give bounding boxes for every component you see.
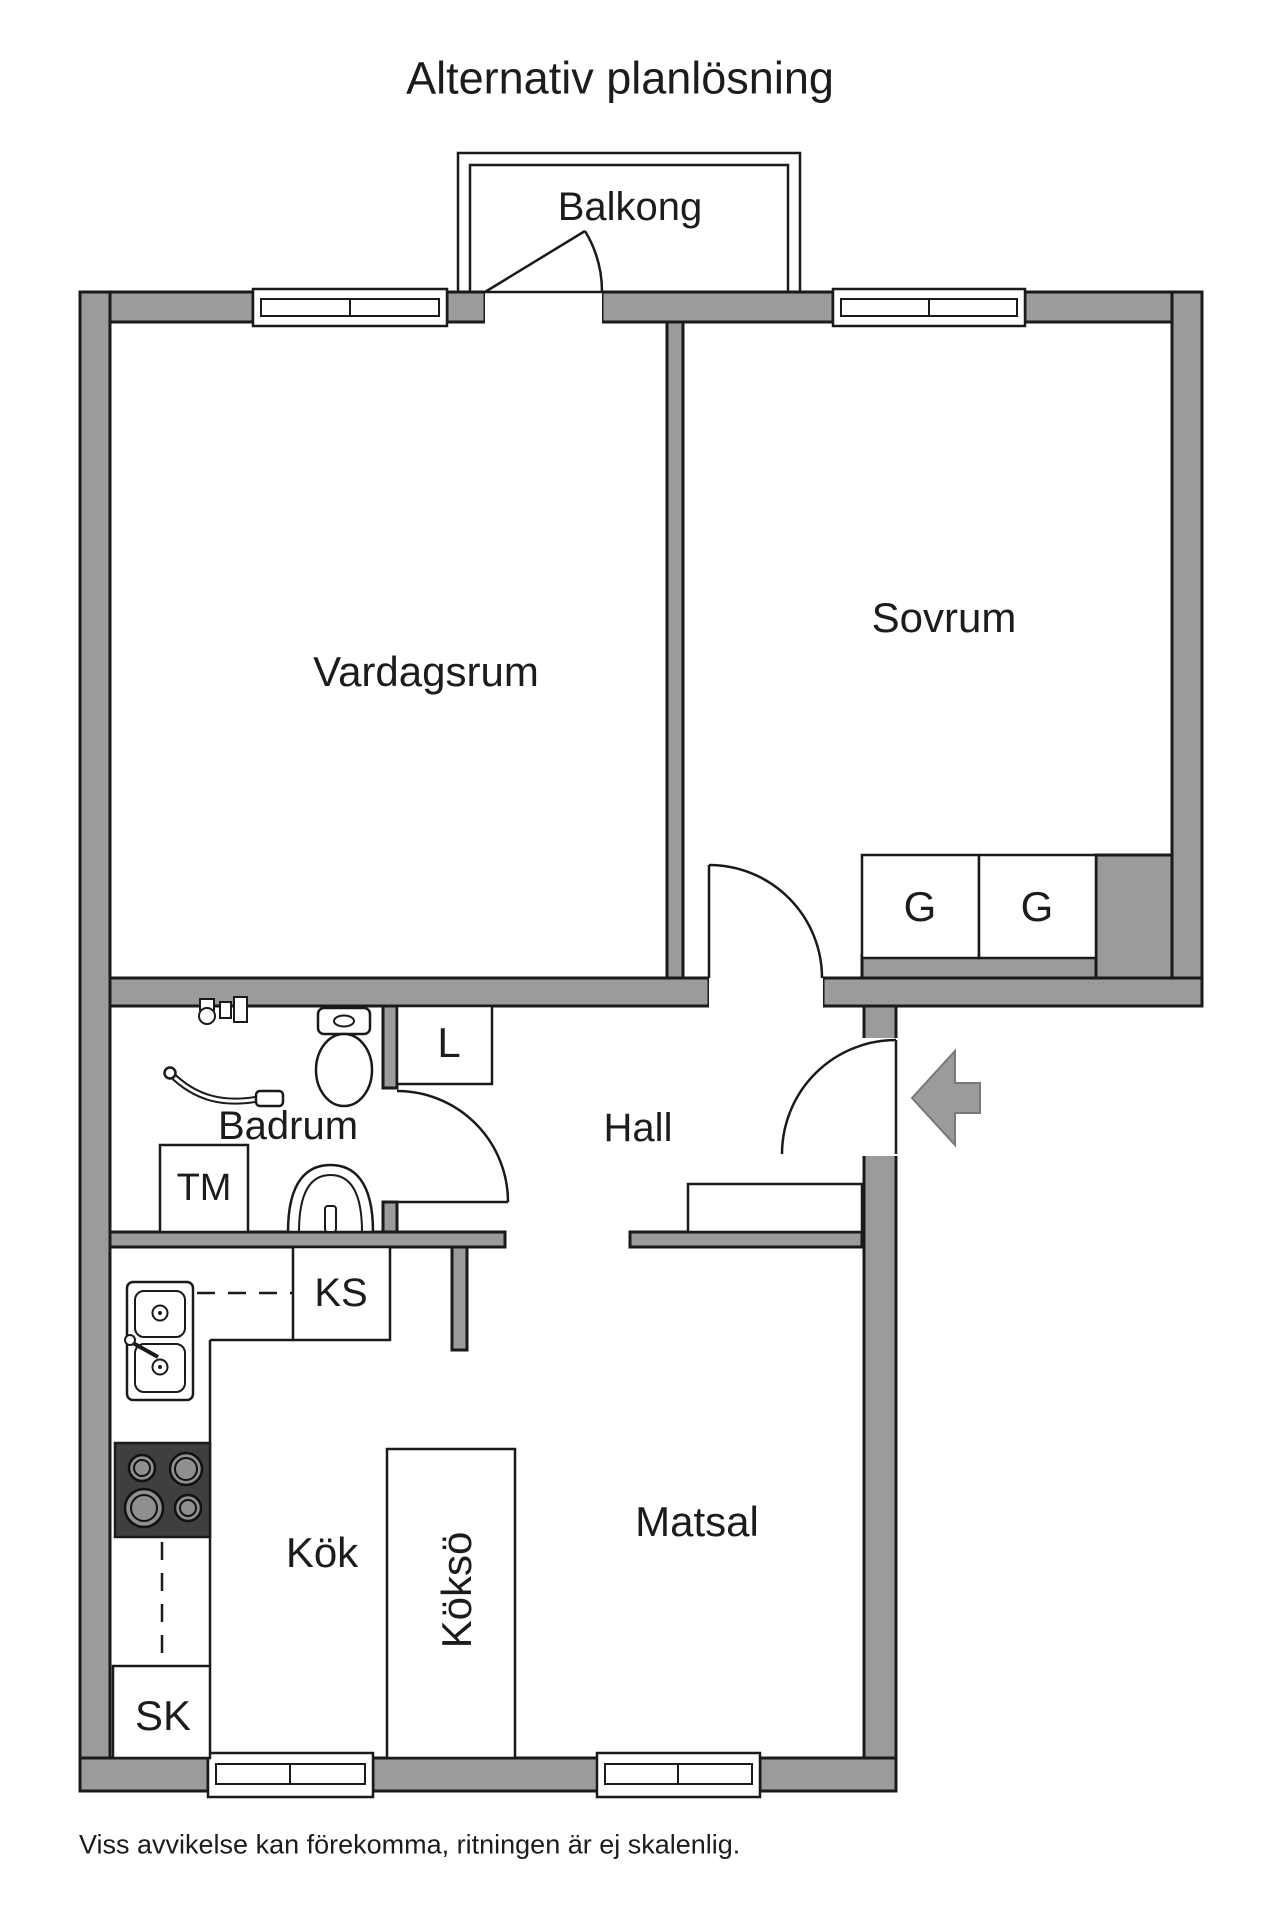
label-wardrobe-1: G — [903, 883, 937, 930]
window-bedroom-icon — [831, 287, 1027, 328]
label-bedroom: Sovrum — [871, 594, 1017, 641]
page-title: Alternativ planlösning — [406, 52, 834, 104]
label-fridge-freezer: KS — [314, 1271, 368, 1315]
wall-block-bedroom-corner — [1094, 853, 1174, 980]
entry-arrow-icon — [910, 1048, 981, 1148]
wall-left — [78, 290, 112, 1793]
balcony-door-opening — [485, 290, 602, 324]
mixer-tap-icon — [198, 996, 248, 1025]
toilet-icon — [314, 1006, 374, 1108]
entry-door-opening — [862, 1038, 898, 1156]
label-bathroom: Badrum — [217, 1104, 359, 1148]
label-hall: Hall — [603, 1106, 673, 1150]
wall-right-upper — [1170, 290, 1204, 1008]
wall-top-mid2 — [600, 290, 835, 324]
kitchen-counter-lines — [208, 1338, 293, 1666]
disclaimer-text: Viss avvikelse kan förekomma, ritningen … — [79, 1829, 741, 1860]
bedroom-door-opening — [709, 976, 823, 1008]
entry-door-swing — [780, 1038, 898, 1155]
wall-band-right — [821, 976, 1204, 1008]
cabinet-boxes — [111, 853, 1098, 1760]
wall-top-mid1 — [445, 290, 487, 324]
wall-hall-bottom — [628, 1230, 864, 1249]
washing-machine-box — [158, 1143, 250, 1234]
balcony-outline — [456, 151, 802, 294]
label-washing-machine: TM — [176, 1167, 232, 1209]
label-wardrobe-2: G — [1020, 883, 1054, 930]
door-openings — [485, 290, 898, 1156]
fridge-freezer-box — [291, 1245, 392, 1342]
wall-right-mid-upper — [862, 1004, 898, 1042]
window-kitchen-icon — [206, 1751, 375, 1799]
wall-right-lower — [862, 1152, 898, 1793]
wall-bathroom-bottom — [108, 1230, 507, 1249]
wall-kitchen-stub — [450, 1245, 469, 1352]
windows — [206, 287, 1027, 1799]
bedroom-door-swing — [707, 863, 824, 979]
wall-divider-living-bedroom — [665, 320, 685, 980]
balcony-door-swing — [484, 229, 604, 294]
window-dining-icon — [595, 1751, 762, 1799]
kitchen-sink-icon — [124, 1280, 195, 1402]
balcony-outer-rail — [456, 151, 802, 294]
wall-bottom-left — [78, 1756, 210, 1793]
wall-bathroom-right-stub — [381, 1200, 399, 1234]
washbasin-icon — [286, 1163, 375, 1234]
label-kitchen-island: Köksö — [433, 1531, 480, 1649]
wall-bathroom-right — [381, 1004, 399, 1090]
label-living-room: Vardagsrum — [313, 648, 539, 695]
bathroom-door-swing — [396, 1089, 510, 1204]
linen-closet-box — [395, 1004, 494, 1086]
label-balcony: Balkong — [557, 185, 703, 229]
balcony-inner-rail — [468, 163, 790, 292]
shower-hose-icon — [163, 1066, 285, 1108]
kitchen-dashed-lines — [160, 1291, 293, 1666]
wall-bottom-right — [758, 1756, 898, 1793]
cleaning-closet-box — [111, 1664, 212, 1760]
walls — [78, 290, 1204, 1793]
doors — [396, 229, 898, 1204]
window-living-icon — [251, 287, 449, 328]
stove-icon — [113, 1441, 212, 1539]
label-dining-room: Matsal — [635, 1498, 759, 1545]
wall-bottom-mid — [371, 1756, 600, 1793]
label-cleaning-closet: SK — [134, 1692, 192, 1739]
label-linen-closet: L — [437, 1019, 461, 1066]
wardrobe2-box — [977, 853, 1098, 960]
label-kitchen: Kök — [285, 1529, 359, 1576]
kitchen-island-box — [385, 1447, 517, 1760]
hall-bench-box — [686, 1182, 864, 1234]
